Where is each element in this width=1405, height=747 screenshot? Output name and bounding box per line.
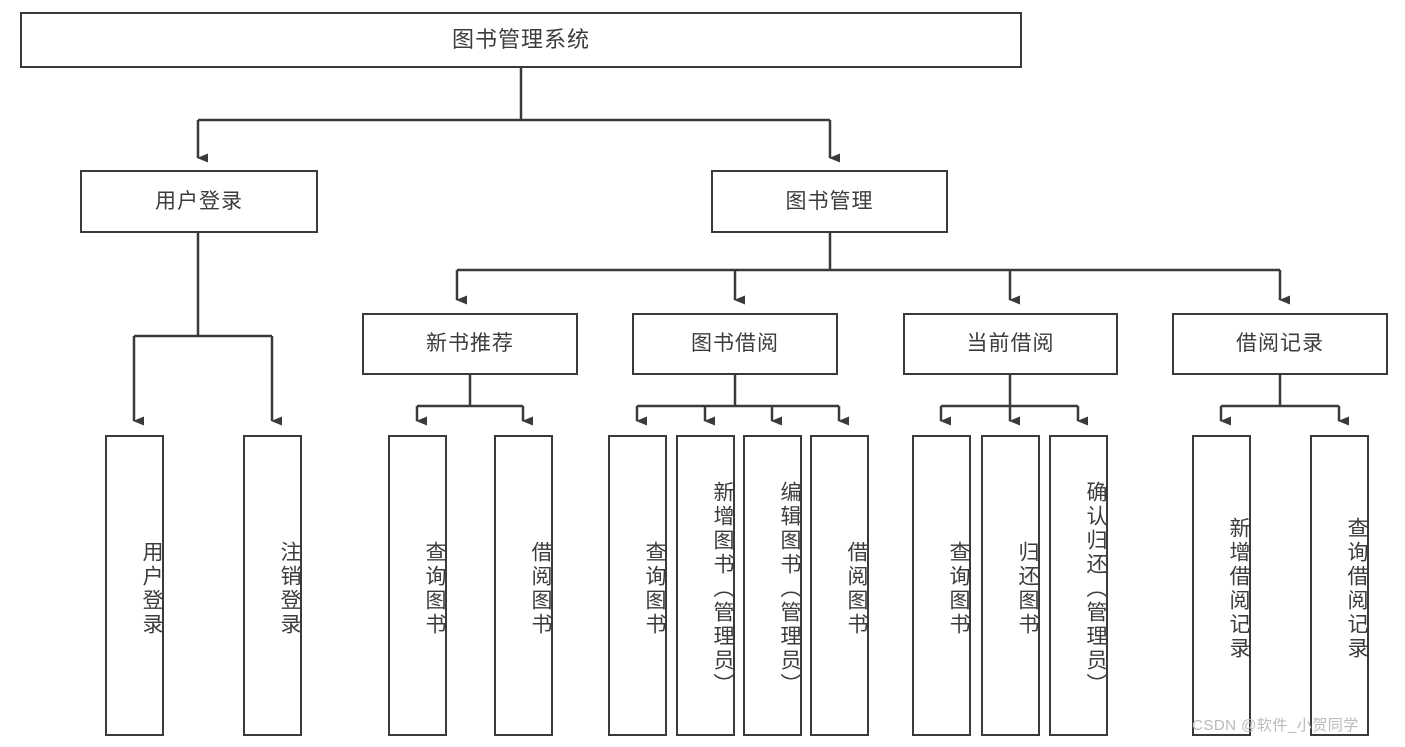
node-book-borrow[interactable]: 图书借阅 <box>632 313 838 375</box>
leaf-record-query-borrow-record[interactable]: 查询借阅记录 <box>1310 435 1369 736</box>
node-new-book-recommend[interactable]: 新书推荐 <box>362 313 578 375</box>
leaf-user-login[interactable]: 用户登录 <box>105 435 164 736</box>
leaf-record-add-borrow-record[interactable]: 新增借阅记录 <box>1192 435 1251 736</box>
leaf-current-confirm-return-admin[interactable]: 确认归还（管理员） <box>1049 435 1108 736</box>
node-current-borrow[interactable]: 当前借阅 <box>903 313 1118 375</box>
leaf-current-return-book[interactable]: 归还图书 <box>981 435 1040 736</box>
node-borrow-record[interactable]: 借阅记录 <box>1172 313 1388 375</box>
leaf-borrow-add-book-admin[interactable]: 新增图书（管理员） <box>676 435 735 736</box>
leaf-borrow-edit-book-admin[interactable]: 编辑图书（管理员） <box>743 435 802 736</box>
leaf-user-logout[interactable]: 注销登录 <box>243 435 302 736</box>
csdn-watermark: CSDN @软件_小贺同学 <box>1192 717 1359 734</box>
leaf-newbook-query-book[interactable]: 查询图书 <box>388 435 447 736</box>
node-user-login[interactable]: 用户登录 <box>80 170 318 233</box>
node-book-management[interactable]: 图书管理 <box>711 170 948 233</box>
leaf-borrow-query-book[interactable]: 查询图书 <box>608 435 667 736</box>
leaf-current-query-book[interactable]: 查询图书 <box>912 435 971 736</box>
node-root-system[interactable]: 图书管理系统 <box>20 12 1022 68</box>
leaf-newbook-borrow-book[interactable]: 借阅图书 <box>494 435 553 736</box>
leaf-borrow-borrow-book[interactable]: 借阅图书 <box>810 435 869 736</box>
